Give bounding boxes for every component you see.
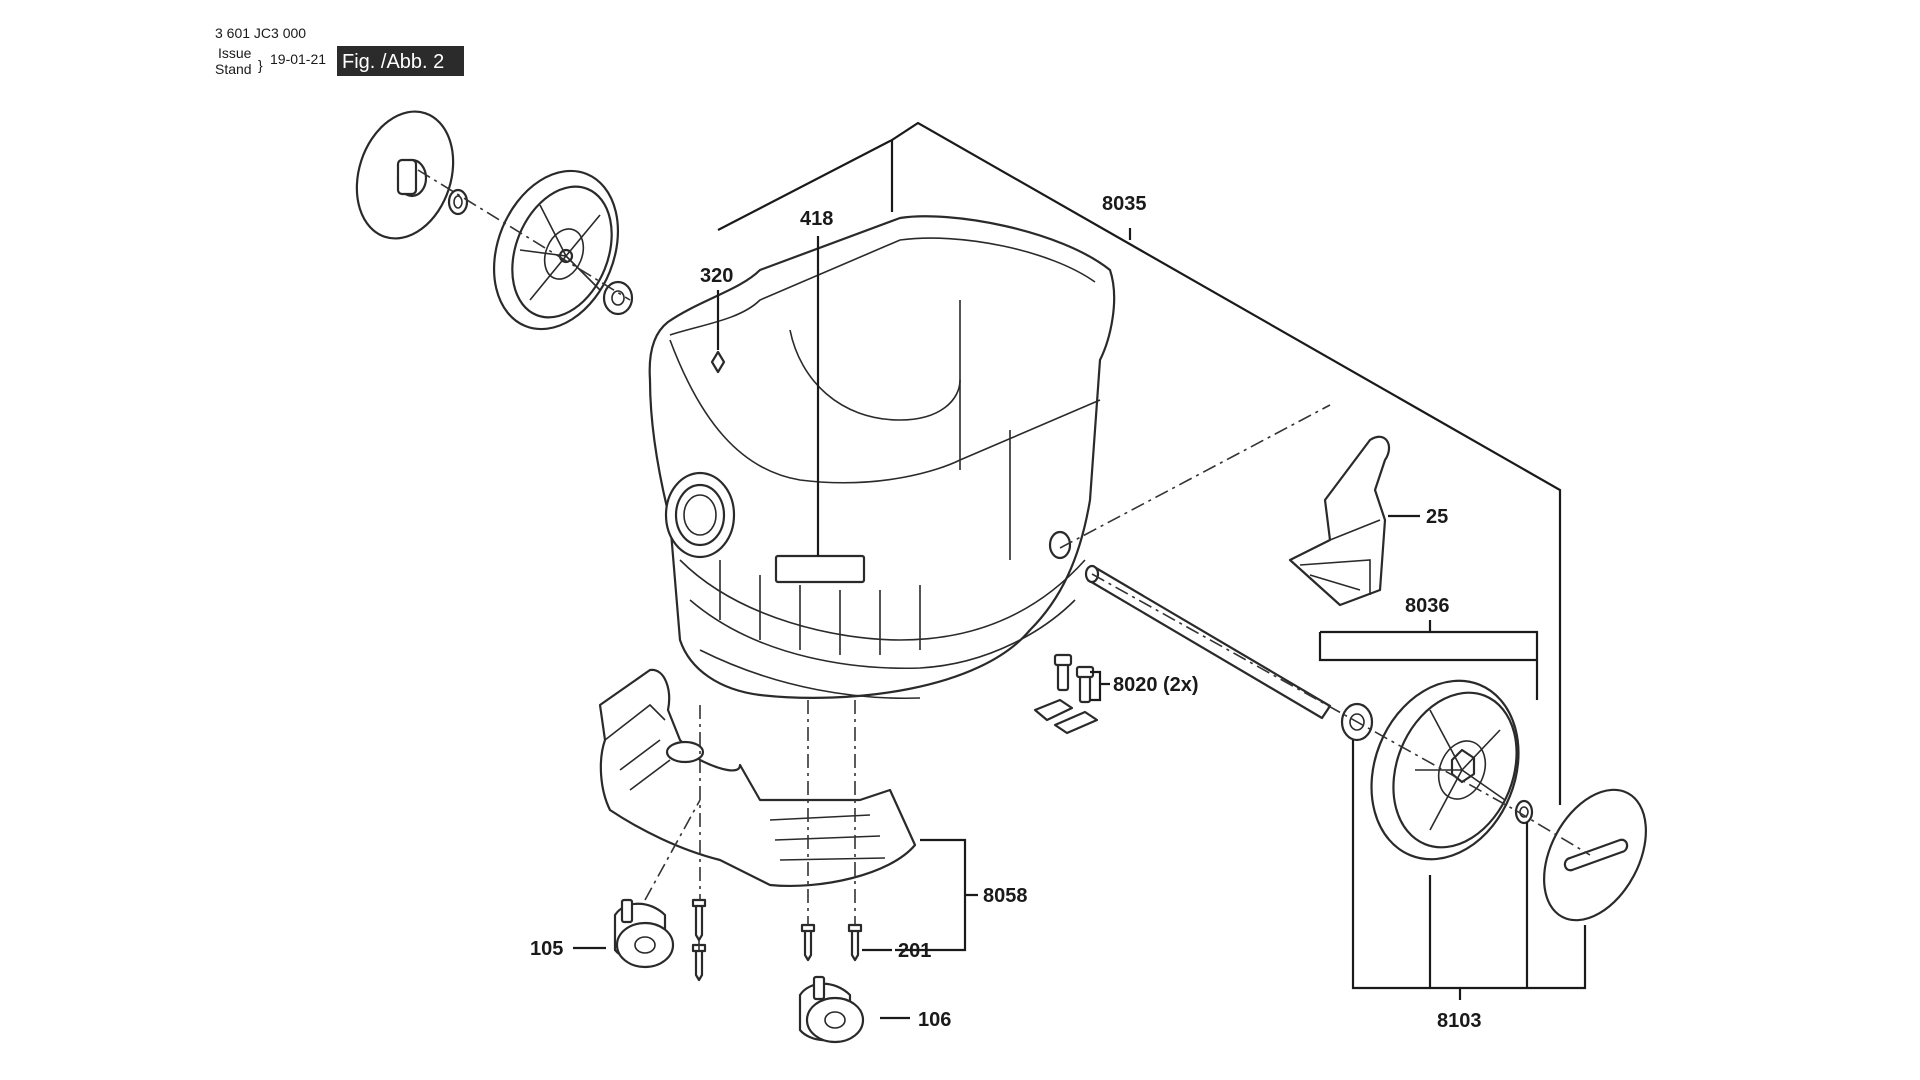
callout-8036: 8036 — [1405, 595, 1450, 617]
left-wheel — [492, 169, 620, 331]
callout-105: 105 — [530, 938, 563, 960]
header-block: 3 601 JC3 000 Issue Stand } 19-01-21 Fig… — [215, 25, 464, 77]
callout-106: 106 — [918, 1009, 951, 1031]
left-spacer — [602, 280, 634, 316]
axle-hole — [1048, 530, 1072, 560]
figure-label: Fig. /Abb. 2 — [342, 51, 444, 73]
leader-lines — [573, 121, 1587, 1020]
container-body — [648, 215, 1116, 700]
brace-icon: } — [258, 57, 263, 73]
inlet-port — [664, 471, 736, 559]
callout-320: 320 — [700, 265, 733, 287]
callout-8103: 8103 — [1437, 1010, 1482, 1032]
screw-201-a — [691, 898, 707, 942]
screw-8020-a — [1053, 653, 1073, 692]
screw-201-b — [691, 943, 707, 982]
left-hubcap — [355, 110, 455, 240]
base-bumper — [598, 668, 917, 888]
callout-201: 201 — [898, 940, 931, 962]
callout-25: 25 — [1426, 506, 1448, 528]
caster-106 — [798, 975, 865, 1044]
callout-labels: 418 320 8035 25 8036 8020 (2x) 8058 105 … — [530, 193, 1482, 1032]
latch-clip — [1288, 435, 1391, 607]
stand-label: Stand — [215, 61, 252, 77]
plug-320 — [710, 350, 726, 374]
callout-8020-qty: (2x) — [1163, 674, 1199, 696]
assembly-lines — [417, 169, 1591, 950]
right-hubcap — [1543, 788, 1647, 922]
left-washer-clip — [447, 188, 469, 216]
issue-label: Issue — [218, 45, 252, 61]
callout-8058: 8058 — [983, 885, 1028, 907]
screw-201-d — [847, 923, 863, 962]
issue-date: 19-01-21 — [270, 51, 326, 67]
callout-8020: 8020 — [1113, 674, 1158, 696]
screw-201-c — [800, 923, 816, 962]
doc-number: 3 601 JC3 000 — [215, 25, 306, 41]
right-washer-clip — [1514, 799, 1534, 825]
callout-8035: 8035 — [1102, 193, 1147, 215]
caster-105 — [613, 898, 675, 969]
washer-8020 — [1033, 698, 1099, 735]
right-wheel — [1370, 679, 1520, 861]
figure-label-box — [337, 46, 464, 76]
callout-418: 418 — [800, 208, 833, 230]
